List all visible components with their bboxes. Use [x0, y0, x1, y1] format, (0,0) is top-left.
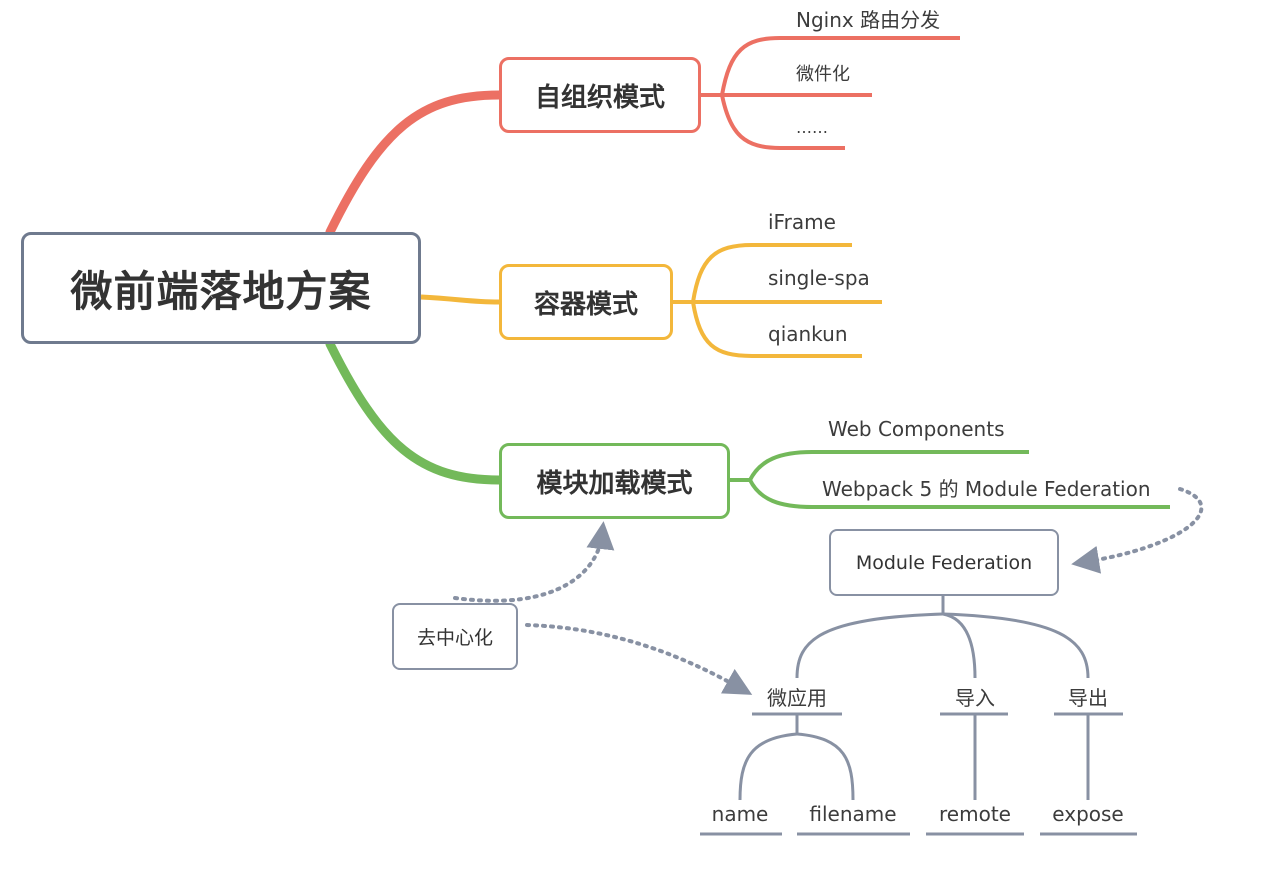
- arrow-federation-to-mf-node: [1071, 487, 1204, 574]
- branch-label: 容器模式: [533, 289, 638, 320]
- branch-label: 自组织模式: [534, 82, 665, 113]
- leaf-iframe: iFrame: [768, 210, 836, 234]
- leaf-web-components: Web Components: [828, 417, 1005, 441]
- link-root-to-module-loading: [325, 339, 504, 485]
- module-federation-tree: [700, 596, 1137, 836]
- branch-node-container: 容器模式: [499, 264, 673, 340]
- branch-node-module-loading: 模块加载模式: [499, 443, 730, 519]
- branch-label: 模块加载模式: [536, 468, 693, 499]
- mf-child-import: 导入: [955, 686, 995, 710]
- mf-child-micro-app: 微应用: [767, 686, 827, 710]
- link-root-to-container: [420, 294, 500, 305]
- module-federation-label: Module Federation: [855, 551, 1033, 574]
- branch-1-connectors: [701, 36, 960, 150]
- root-node: 微前端落地方案: [21, 232, 421, 344]
- leaf-webpack-module-federation: Webpack 5 的 Module Federation: [822, 477, 1151, 501]
- leaf-qiankun: qiankun: [768, 322, 848, 346]
- mf-child-export: 导出: [1068, 686, 1108, 710]
- root-label: 微前端落地方案: [70, 266, 372, 316]
- branch-3-connectors: [730, 450, 1170, 509]
- arrow-decentralize-to-module-loading: [453, 521, 615, 603]
- link-root-to-self-organizing: [325, 90, 504, 237]
- mf-leaf-expose: expose: [1052, 802, 1124, 826]
- branch-2-connectors: [673, 243, 882, 358]
- arrow-decentralize-to-micro-app: [525, 623, 753, 695]
- mf-leaf-name: name: [711, 802, 769, 826]
- decentralize-label: 去中心化: [416, 627, 493, 649]
- mf-leaf-remote: remote: [939, 802, 1011, 826]
- branch-node-self-organizing: 自组织模式: [499, 57, 701, 133]
- leaf-nginx-routing: Nginx 路由分发: [796, 8, 941, 32]
- mf-leaf-filename: filename: [809, 802, 897, 826]
- leaf-ellipsis: ……: [796, 118, 828, 137]
- module-federation-node: Module Federation: [829, 529, 1059, 596]
- leaf-single-spa: single-spa: [768, 266, 870, 290]
- leaf-widgetization: 微件化: [796, 64, 850, 85]
- decentralize-node: 去中心化: [392, 603, 518, 670]
